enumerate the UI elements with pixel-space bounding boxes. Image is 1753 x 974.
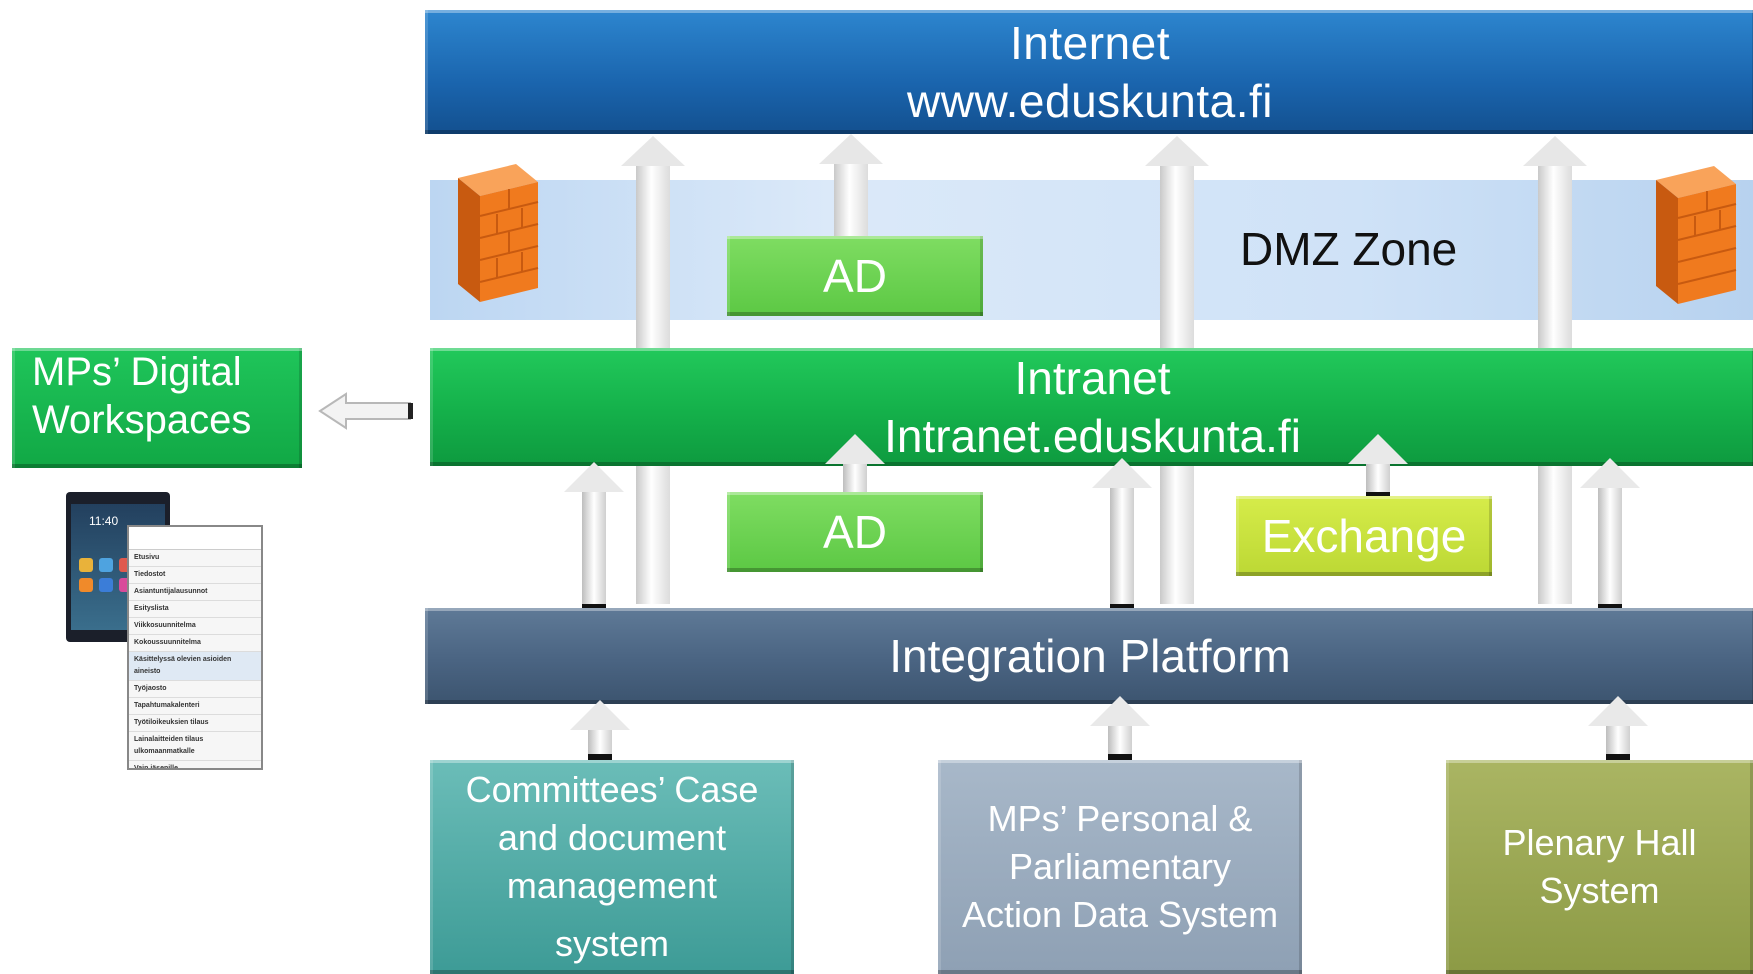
up-arrow-icon — [1090, 696, 1150, 760]
tablet-header — [129, 527, 261, 550]
workspaces-line-1: MPs’ Digital — [32, 350, 242, 394]
committees-line: and document — [497, 817, 727, 858]
up-arrow-icon — [819, 134, 883, 164]
up-arrow-icon — [1588, 696, 1648, 760]
up-arrow-icon — [1145, 136, 1209, 166]
left-arrow-icon — [318, 392, 413, 430]
tablet-menu-item: Viikkosuunnitelma — [129, 618, 261, 635]
dmz-label: DMZ Zone — [1240, 223, 1458, 275]
firewall-icon — [1656, 166, 1737, 304]
ad-dmz-box: AD — [727, 236, 983, 316]
phone-clock: 11:40 — [89, 514, 119, 528]
tablet-menu-item: Asiantuntijalausunnot — [129, 584, 261, 601]
exchange-box: Exchange — [1236, 496, 1492, 576]
committees-line: system — [554, 923, 669, 964]
up-arrow-icon — [1580, 458, 1640, 610]
mp-data-system-box: MPs’ Personal & Parliamentary Action Dat… — [938, 760, 1302, 974]
tablet-menu-item: Etusivu — [129, 550, 261, 567]
tablet-menu-item: Esityslista — [129, 601, 261, 618]
firewall-icon — [458, 164, 539, 302]
intranet-url: Intranet.eduskunta.fi — [884, 410, 1301, 462]
up-arrow-icon — [1092, 458, 1152, 610]
mpdata-line: Parliamentary — [1008, 846, 1232, 887]
tablet-menu-item: Käsittelyssä olevien asioiden aineisto — [129, 652, 261, 681]
internet-title: Internet — [1010, 17, 1170, 69]
workspaces-line-2: Workspaces — [32, 398, 252, 442]
tablet-menu-item: Kokoussuunnitelma — [129, 635, 261, 652]
mps-digital-workspaces-box: MPs’ Digital Workspaces — [12, 348, 302, 468]
tablet-menu-item: Tapahtumakalenteri — [129, 698, 261, 715]
integration-platform: Integration Platform — [425, 608, 1753, 704]
up-arrow-icon — [570, 700, 630, 760]
connector-pillar — [834, 162, 868, 238]
ad-intranet-box: AD — [727, 492, 983, 572]
mpdata-line: Action Data System — [961, 894, 1279, 935]
tablet-menu-item: Työjaosto — [129, 681, 261, 698]
tablet-menu-item: Tiedostot — [129, 567, 261, 584]
tablet-menu-item: Lainalaitteiden tilaus ulkomaanmatkalle — [129, 732, 261, 761]
committees-line: Committees’ Case — [465, 769, 759, 810]
internet-band: Internet www.eduskunta.fi — [425, 10, 1753, 134]
plenary-line: Plenary Hall — [1502, 822, 1697, 863]
plenary-line: System — [1539, 870, 1660, 911]
committees-system-box: Committees’ Case and document management… — [430, 760, 794, 974]
plenary-hall-system-box: Plenary Hall System — [1446, 760, 1753, 974]
up-arrow-icon — [1523, 136, 1587, 166]
internet-url: www.eduskunta.fi — [907, 75, 1273, 127]
tablet-menu-item: Vain jäsenille — [129, 761, 261, 768]
intranet-band: Intranet Intranet.eduskunta.fi — [430, 348, 1753, 466]
committees-line: management — [506, 865, 718, 906]
intranet-title: Intranet — [1014, 352, 1171, 404]
mpdata-line: MPs’ Personal & — [987, 798, 1253, 839]
tablet-menu-item: Työtiloikeuksien tilaus — [129, 715, 261, 732]
up-arrow-icon — [1348, 434, 1408, 498]
up-arrow-icon — [564, 462, 624, 610]
up-arrow-icon — [621, 136, 685, 166]
